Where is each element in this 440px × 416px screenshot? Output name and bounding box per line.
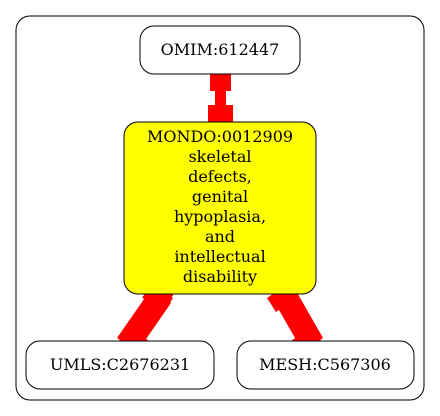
- cluster-frame: [15, 15, 425, 401]
- node-mondo-line-6: and: [205, 227, 235, 246]
- edge-omim-to-mondo: [208, 69, 233, 127]
- node-mondo-line-8: disability: [183, 267, 257, 286]
- node-umls-label: UMLS:C2676231: [50, 355, 190, 374]
- node-mondo-line-4: genital: [192, 187, 248, 206]
- node-omim[interactable]: OMIM:612447: [139, 25, 301, 75]
- node-mesh-label: MESH:C567306: [259, 355, 391, 374]
- node-mondo-line-5: hypoplasia,: [174, 207, 266, 226]
- node-umls[interactable]: UMLS:C2676231: [25, 340, 215, 390]
- node-omim-label: OMIM:612447: [161, 40, 280, 59]
- node-mondo-line-2: skeletal: [188, 147, 251, 166]
- node-mondo[interactable]: MONDO:0012909 skeletal defects, genital …: [123, 121, 317, 295]
- node-mesh[interactable]: MESH:C567306: [236, 340, 415, 390]
- node-mondo-line-3: defects,: [188, 167, 252, 186]
- node-mondo-line-1: MONDO:0012909: [147, 127, 293, 146]
- node-mondo-line-7: intellectual: [174, 247, 265, 266]
